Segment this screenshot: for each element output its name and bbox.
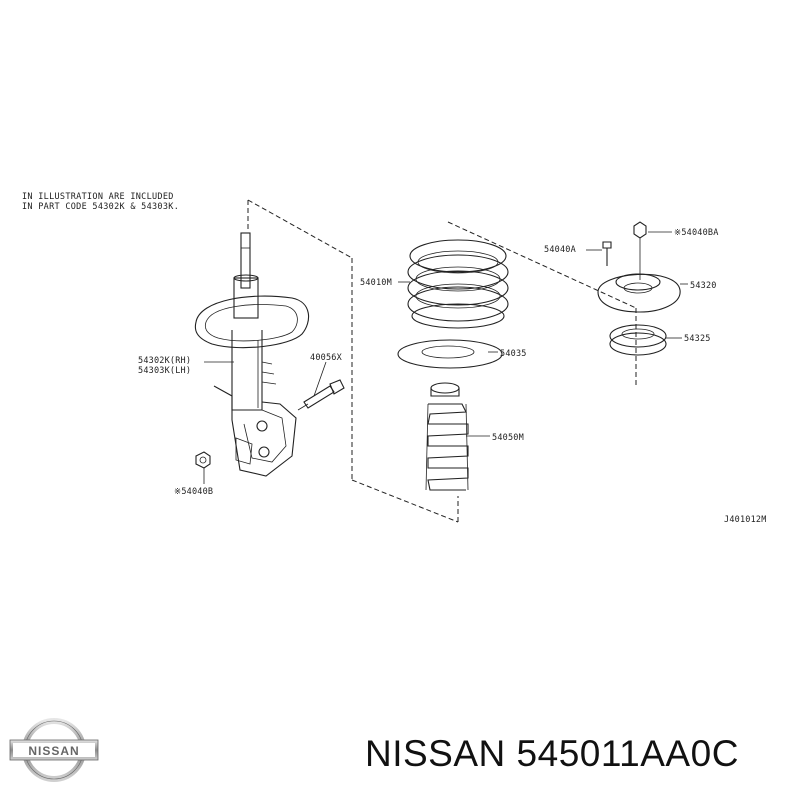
label-boot: 54050M <box>492 433 524 443</box>
label-lower-nut: ※54040B <box>174 487 213 497</box>
nissan-logo: NISSAN <box>9 718 99 782</box>
lower-nut-drawing <box>195 451 211 469</box>
small-bolt-drawing <box>602 241 612 266</box>
label-bearing: 54325 <box>684 334 711 344</box>
dust-boot-drawing <box>425 382 469 491</box>
bearing-drawing <box>609 324 667 356</box>
leader-lines <box>203 231 688 484</box>
nissan-logo-text: NISSAN <box>28 744 79 758</box>
part-number-caption: NISSAN 545011AA0C <box>365 733 739 774</box>
label-mount: 54320 <box>690 281 717 291</box>
label-top-nut: ※54040BA <box>674 228 719 238</box>
label-seat: 54035 <box>500 349 527 359</box>
label-strut-rh: 54302K(RH) <box>138 356 191 366</box>
diagram-note-line-1: IN ILLUSTRATION ARE INCLUDED <box>22 192 174 202</box>
label-spring: 54010M <box>360 278 392 288</box>
bolt-drawing <box>297 379 345 411</box>
label-bolt: 40056X <box>310 353 343 363</box>
strut-assembly-drawing <box>194 232 310 477</box>
spring-seat-drawing <box>397 339 503 369</box>
label-top-bolt: 54040A <box>544 245 576 255</box>
coil-spring-drawing <box>407 239 509 329</box>
label-strut-lh: 54303K(LH) <box>138 366 191 376</box>
strut-mount-drawing <box>597 238 681 313</box>
top-nut-drawing <box>633 221 647 239</box>
diagram-note-line-2: IN PART CODE 54302K & 54303K. <box>22 202 179 212</box>
assembly-boundary-lines <box>247 199 637 523</box>
diagram-code: J401012M <box>724 515 767 525</box>
